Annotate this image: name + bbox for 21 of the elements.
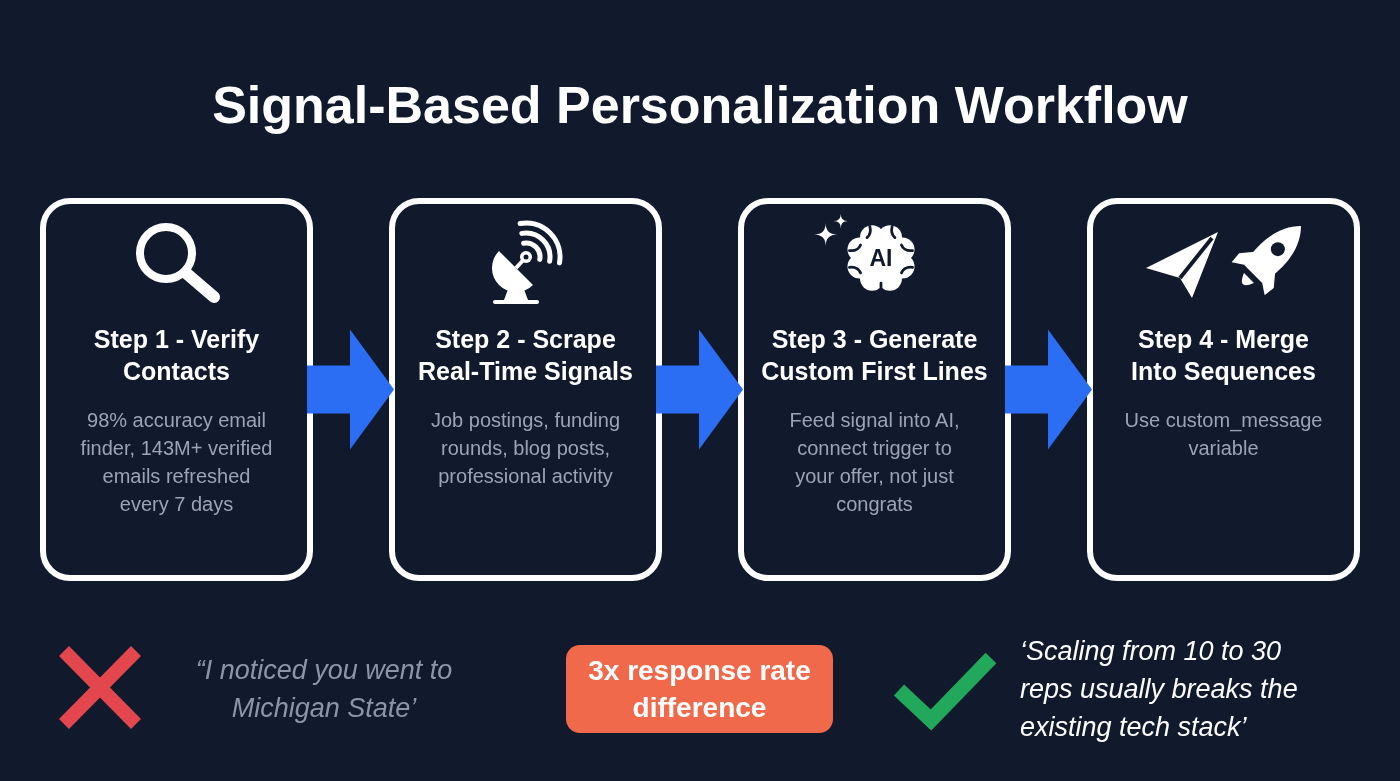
icon-label: AI [868,244,894,272]
step-description: 98% accuracy email finder, 143M+ verified emails refreshed every 7 days [79,408,274,517]
diagram-title: Signal-Based Personalization Workflow [211,75,1189,136]
step-description: Job postings, funding rounds, blog posts, professional activity [430,408,621,489]
step-title: Step 4 - Merge Into Sequences [1130,324,1317,387]
step-title: Step 2 - Scrape Real-Time Signals [417,324,634,387]
bad-example-quote: “I noticed you went to Michigan State’ [194,654,454,725]
highlight-text: 3x response rate difference [587,654,812,725]
step-description: Feed signal into AI, connect trigger to your offer, not just congrats [788,408,961,517]
arrow [307,329,394,450]
step-card [738,198,1011,581]
step-card [40,198,313,581]
step-card [1087,198,1360,581]
good-example-quote: ‘Scaling from 10 to 30 reps usually breaks the existing tech stack’ [1020,635,1299,744]
arrow [1005,329,1092,450]
arrow [656,329,743,450]
callout-box [566,645,833,733]
step-title: Step 1 - Verify Contacts [92,324,261,387]
step-title: Step 3 - Generate Custom First Lines [760,324,989,387]
step-description: Use custom_message variable [1123,408,1324,461]
step-card [389,198,662,581]
